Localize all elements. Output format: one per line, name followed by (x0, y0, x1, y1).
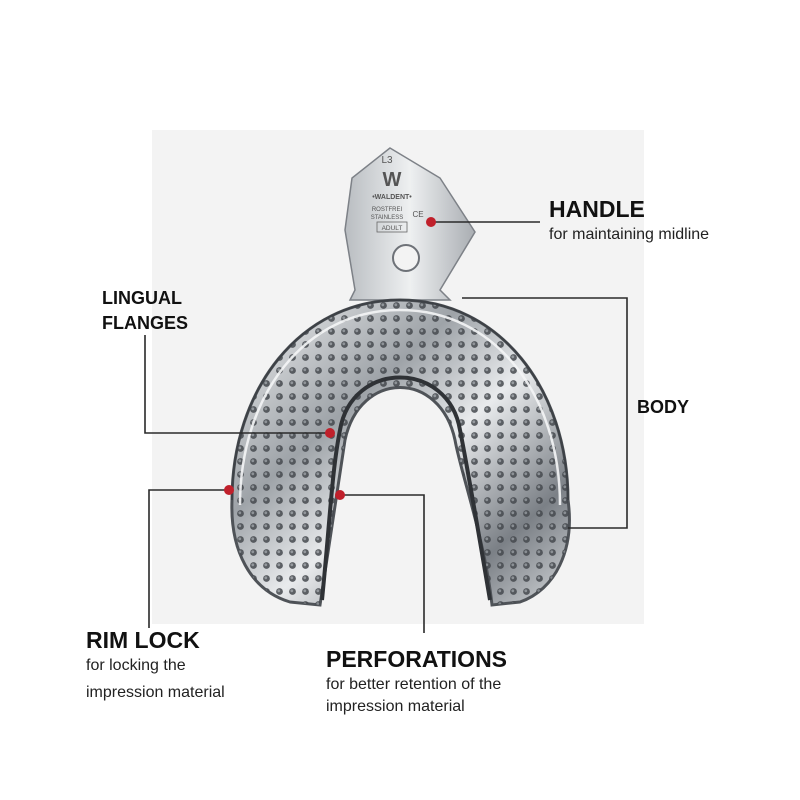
perforations-desc-1: for better retention of the (326, 676, 502, 693)
handle-marker (426, 217, 436, 227)
stamp-ce: CE (412, 210, 423, 219)
rim-edge-highlight (238, 308, 562, 506)
rim-lock-marker (224, 485, 234, 495)
perforations-marker (335, 490, 345, 500)
lingual-title-2: FLANGES (102, 313, 189, 333)
body-title: BODY (637, 397, 690, 417)
stamp-brand: •WALDENT• (372, 194, 412, 201)
stamp-line1: ROSTFREI (372, 207, 403, 213)
stamp-logo: W (383, 169, 402, 191)
body-leader (462, 297, 628, 529)
handle-desc: for maintaining midline (549, 226, 710, 243)
rim-lock-desc-1: for locking the (86, 657, 186, 674)
leader-lines (144, 221, 628, 633)
lingual-leader (144, 335, 330, 434)
handle-plate (344, 147, 476, 301)
tray-body (230, 298, 571, 607)
lingual-title-1: LINGUAL (102, 288, 182, 308)
handle-title: HANDLE (549, 196, 645, 222)
stamp-line2: STAINLESS (371, 215, 404, 221)
perforations-title: PERFORATIONS (326, 646, 508, 672)
rim-lock-leader (148, 489, 229, 628)
markers (224, 217, 436, 500)
lingual-flange-edge (320, 375, 492, 601)
perforations-leader (340, 494, 425, 633)
rim-lock-edge (231, 298, 569, 501)
stamp-type-box (376, 221, 408, 233)
stamp-type: ADULT (382, 225, 403, 232)
perforation-pattern (231, 300, 570, 605)
stamp-size: L3 (381, 155, 393, 166)
tray-handle: L3 W •WALDENT• ROSTFREI STAINLESS CE ADU… (344, 147, 476, 301)
rim-lock-title: RIM LOCK (86, 627, 200, 653)
lingual-marker (325, 428, 335, 438)
perforations-desc-2: impression material (326, 698, 465, 715)
rim-lock-desc-2: impression material (86, 684, 225, 701)
handle-hole (392, 244, 420, 272)
